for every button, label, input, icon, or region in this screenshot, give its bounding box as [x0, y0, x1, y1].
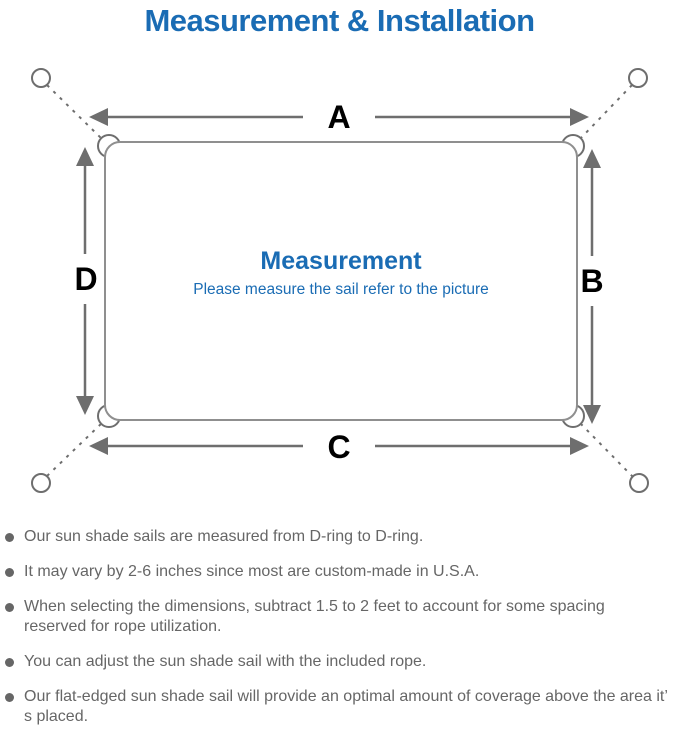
sail-rectangle	[104, 141, 578, 421]
page-title: Measurement & Installation	[144, 3, 535, 38]
arrow-c	[89, 437, 589, 455]
label-a: A	[327, 99, 350, 135]
note-item: Our flat-edged sun shade sail will provi…	[5, 687, 671, 727]
note-item: Our sun shade sails are measured from D-…	[5, 527, 671, 547]
note-item: It may vary by 2-6 inches since most are…	[5, 562, 671, 582]
arrow-b	[583, 149, 601, 424]
note-text: When selecting the dimensions, subtract …	[24, 598, 605, 635]
arrowhead-up-icon	[583, 149, 601, 168]
arrow-a	[89, 108, 589, 126]
anchor-point-top-left-icon	[31, 68, 51, 88]
note-text: Our sun shade sails are measured from D-…	[24, 528, 424, 545]
note-text: Our flat-edged sun shade sail will provi…	[24, 688, 668, 725]
diagram-subtitle: Please measure the sail refer to the pic…	[193, 281, 489, 298]
tension-line-bottom-left	[46, 421, 104, 477]
anchor-point-bottom-left-icon	[31, 473, 51, 493]
diagram-heading: Measurement	[260, 247, 422, 275]
bullet-icon	[5, 658, 14, 667]
anchor-point-bottom-right-icon	[629, 473, 649, 493]
note-text: It may vary by 2-6 inches since most are…	[24, 563, 480, 580]
bullet-icon	[5, 568, 14, 577]
arrowhead-left-icon	[89, 437, 108, 455]
arrowhead-down-icon	[583, 405, 601, 424]
anchor-points	[31, 68, 649, 493]
anchor-point-top-right-icon	[628, 68, 648, 88]
label-d: D	[74, 261, 97, 297]
tension-lines	[46, 84, 634, 478]
arrowhead-up-icon	[76, 147, 94, 166]
tension-line-top-left	[46, 84, 104, 141]
measurement-diagram: A C D B Measurement Please measure the s…	[31, 68, 649, 493]
note-text: You can adjust the sun shade sail with t…	[24, 653, 427, 670]
tension-line-top-right	[578, 84, 633, 141]
tension-line-bottom-right	[578, 421, 634, 478]
arrowhead-left-icon	[89, 108, 108, 126]
arrowhead-right-icon	[570, 437, 589, 455]
note-item: You can adjust the sun shade sail with t…	[5, 652, 671, 672]
label-b: B	[580, 263, 603, 299]
label-c: C	[327, 429, 350, 465]
arrowhead-right-icon	[570, 108, 589, 126]
bullet-icon	[5, 693, 14, 702]
arrow-d	[76, 147, 94, 415]
arrowhead-down-icon	[76, 396, 94, 415]
bullet-icon	[5, 533, 14, 542]
note-item: When selecting the dimensions, subtract …	[5, 597, 671, 637]
bullet-icon	[5, 603, 14, 612]
notes-list: Our sun shade sails are measured from D-…	[5, 527, 671, 742]
